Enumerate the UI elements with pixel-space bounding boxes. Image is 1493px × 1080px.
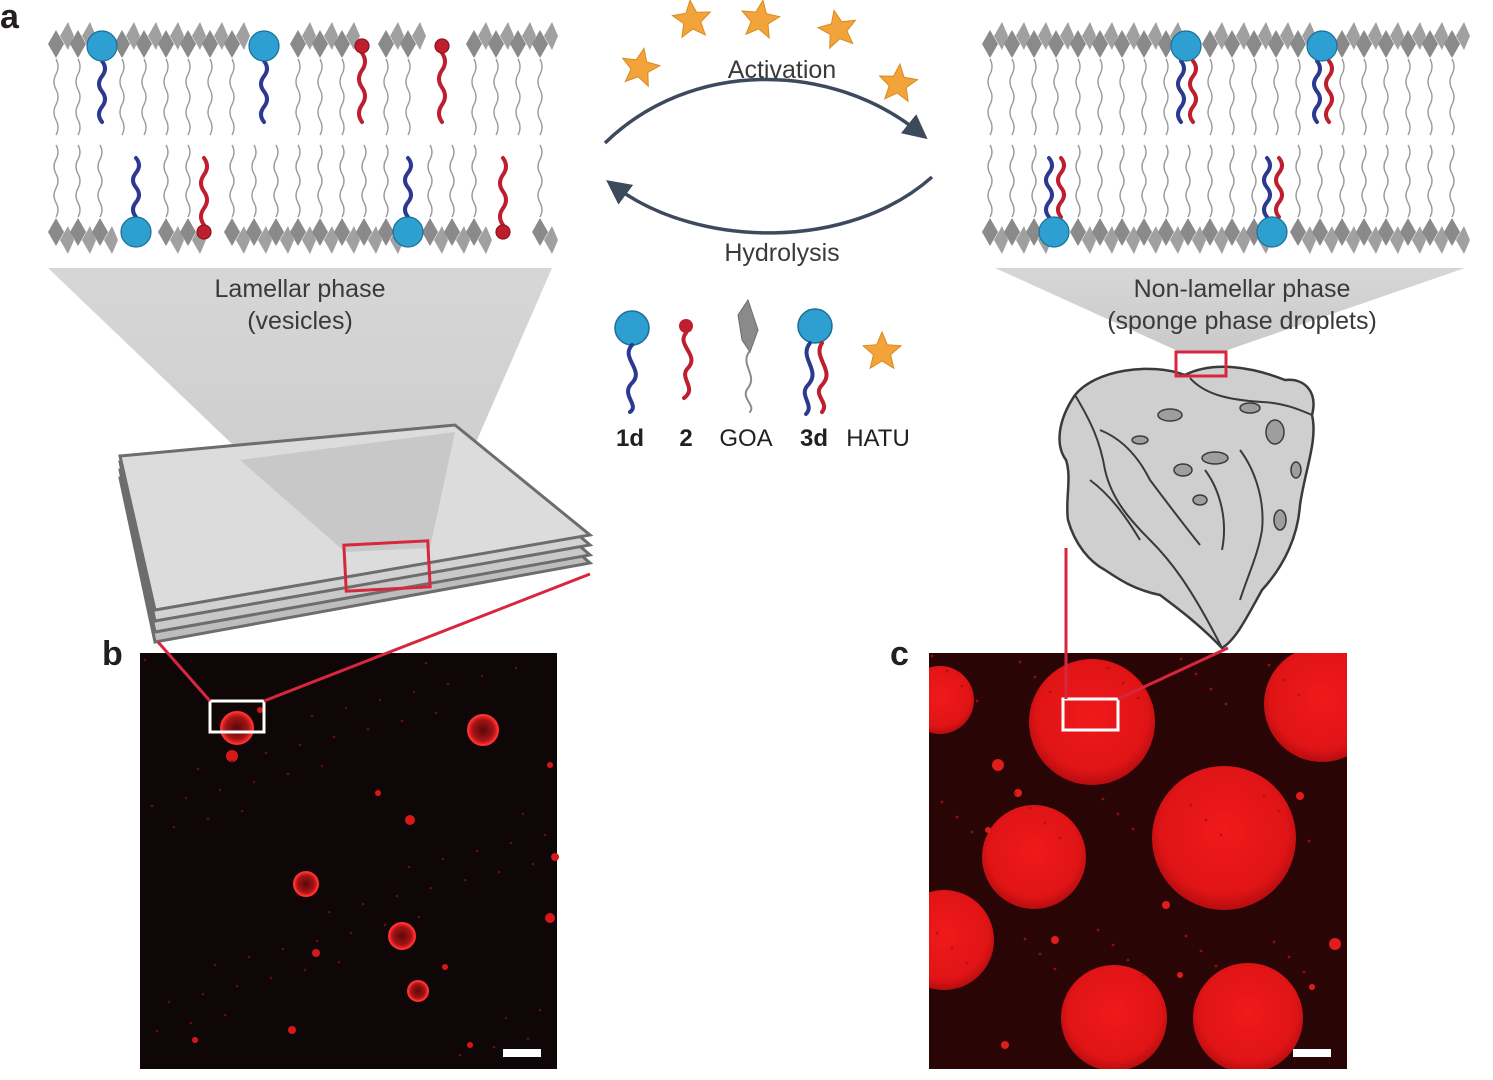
- connector-b-left: [156, 641, 212, 702]
- hydrolysis-label: Hydrolysis: [724, 239, 839, 267]
- legend-2-icon: [679, 319, 694, 400]
- micrograph-c-zoom-box: [1061, 697, 1120, 732]
- activation-label: Activation: [728, 56, 836, 84]
- legend-1d-icon: [614, 310, 650, 414]
- connector-c-right: [1117, 646, 1229, 701]
- legend: 1d 2 GOA 3d HATU: [614, 298, 910, 452]
- legend-hatu-icon: [861, 330, 903, 370]
- micrograph-c: [929, 653, 1347, 1069]
- nonlamellar-bilayer: [982, 22, 1470, 254]
- right-zoom-cone: [995, 268, 1465, 352]
- legend-label-goa: GOA: [719, 425, 772, 452]
- legend-label-3d: 3d: [800, 425, 828, 452]
- panel-label-c: c: [890, 635, 909, 673]
- lamellar-sheet-stack: [118, 423, 594, 644]
- legend-label-hatu: HATU: [846, 425, 910, 452]
- left-phase-subtitle: (vesicles): [247, 307, 353, 335]
- connector-b-right: [263, 572, 591, 703]
- lamellar-bilayer: [48, 22, 558, 254]
- panel-label-b: b: [102, 635, 123, 673]
- legend-label-2: 2: [679, 425, 692, 452]
- micrograph-b: [140, 653, 559, 1069]
- right-phase-title: Non-lamellar phase: [1134, 275, 1351, 303]
- sponge-zoom-box: [1174, 350, 1228, 378]
- lamellar-zoom-box: [342, 539, 432, 593]
- sponge-phase-particle: [1058, 365, 1315, 650]
- panel-label-a: a: [0, 0, 20, 36]
- hatu-stars: [621, 0, 919, 103]
- left-phase-title: Lamellar phase: [215, 275, 386, 303]
- right-phase-subtitle: (sponge phase droplets): [1107, 307, 1377, 335]
- legend-label-1d: 1d: [616, 425, 644, 452]
- activation-arrow: [603, 77, 928, 145]
- scale-bar-c: [1293, 1049, 1331, 1057]
- scale-bar-b: [503, 1049, 541, 1057]
- legend-3d-icon: [797, 308, 833, 416]
- micrograph-b-zoom-box: [208, 699, 266, 734]
- legend-goa-icon: [737, 298, 759, 413]
- hydrolysis-arrow: [606, 175, 934, 235]
